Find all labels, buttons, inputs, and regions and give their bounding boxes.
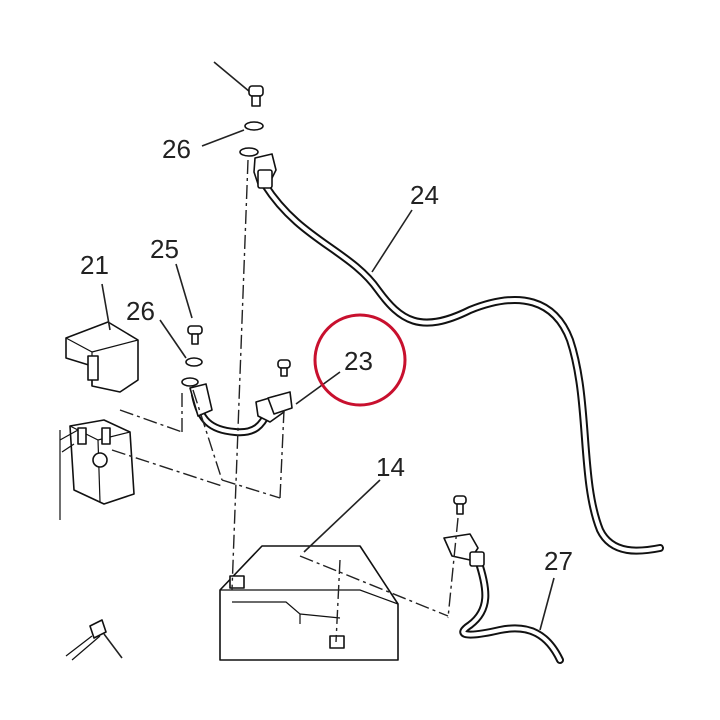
top-bolt [213,61,264,157]
callout-27: 27 [544,546,573,576]
wire-24 [253,153,664,555]
callout-14: 14 [376,452,405,482]
callout-25: 25 [150,234,179,264]
bottom-bolt [65,619,123,661]
wire-27 [443,495,564,664]
relay-body [59,419,135,520]
callout-24: 24 [410,180,439,210]
callout-26-mid: 26 [126,296,155,326]
relay-cover-21 [65,321,139,393]
reference-lines [111,159,459,643]
callout-21: 21 [80,250,109,280]
callout-26-top: 26 [162,134,191,164]
wire-23 [181,325,293,437]
callout-23: 23 [344,346,373,376]
battery-14 [219,545,399,661]
leader-lines [101,129,555,631]
highlight-circle [313,313,407,407]
